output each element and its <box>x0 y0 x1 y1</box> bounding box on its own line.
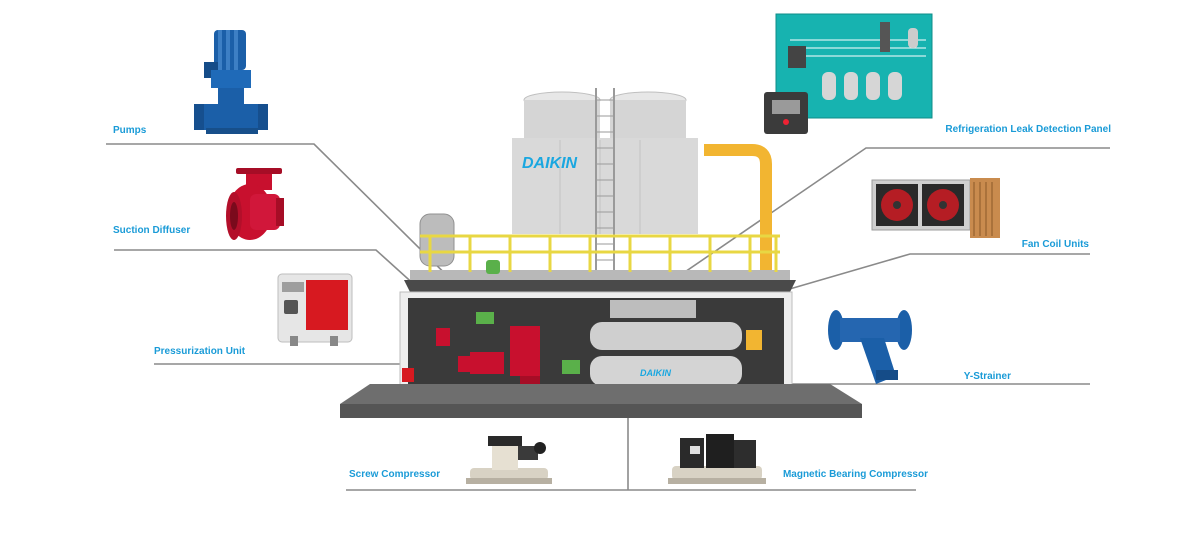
leader-line-leak-panel <box>605 147 1110 327</box>
base-skid <box>340 384 862 418</box>
leak-detection-panel-icon <box>764 13 933 134</box>
label-suction-diffuser: Suction Diffuser <box>113 225 190 236</box>
label-pressurization-unit: Pressurization Unit <box>154 346 246 357</box>
y-strainer-icon <box>828 310 912 384</box>
cooling-tower: DAIKIN <box>512 88 698 274</box>
pressurization-unit-icon <box>277 273 353 346</box>
label-pumps: Pumps <box>113 125 147 136</box>
plant-container: DAIKIN <box>399 260 793 401</box>
label-fan-coil-units: Fan Coil Units <box>1022 239 1090 250</box>
top-deck <box>404 234 796 296</box>
leader-line-pumps <box>106 143 501 329</box>
vertical-pump-icon <box>194 30 268 134</box>
expansion-tank <box>419 213 455 267</box>
vessel-logo: DAIKIN <box>640 368 671 378</box>
leader-lines <box>106 143 1110 491</box>
screw-compressor-icon <box>466 436 552 484</box>
label-y-strainer: Y-Strainer <box>964 371 1011 382</box>
magnetic-bearing-compressor-icon <box>668 434 766 484</box>
condenser-pipe <box>704 144 772 360</box>
label-refrigeration-leak-panel: Refrigeration Leak Detection Panel <box>945 124 1111 135</box>
label-screw-compressor: Screw Compressor <box>349 469 440 480</box>
suction-diffuser-icon <box>226 168 284 240</box>
fan-coil-unit-icon <box>871 178 1000 238</box>
label-magnetic-bearing-compressor: Magnetic Bearing Compressor <box>783 469 928 480</box>
tower-logo: DAIKIN <box>522 155 578 172</box>
